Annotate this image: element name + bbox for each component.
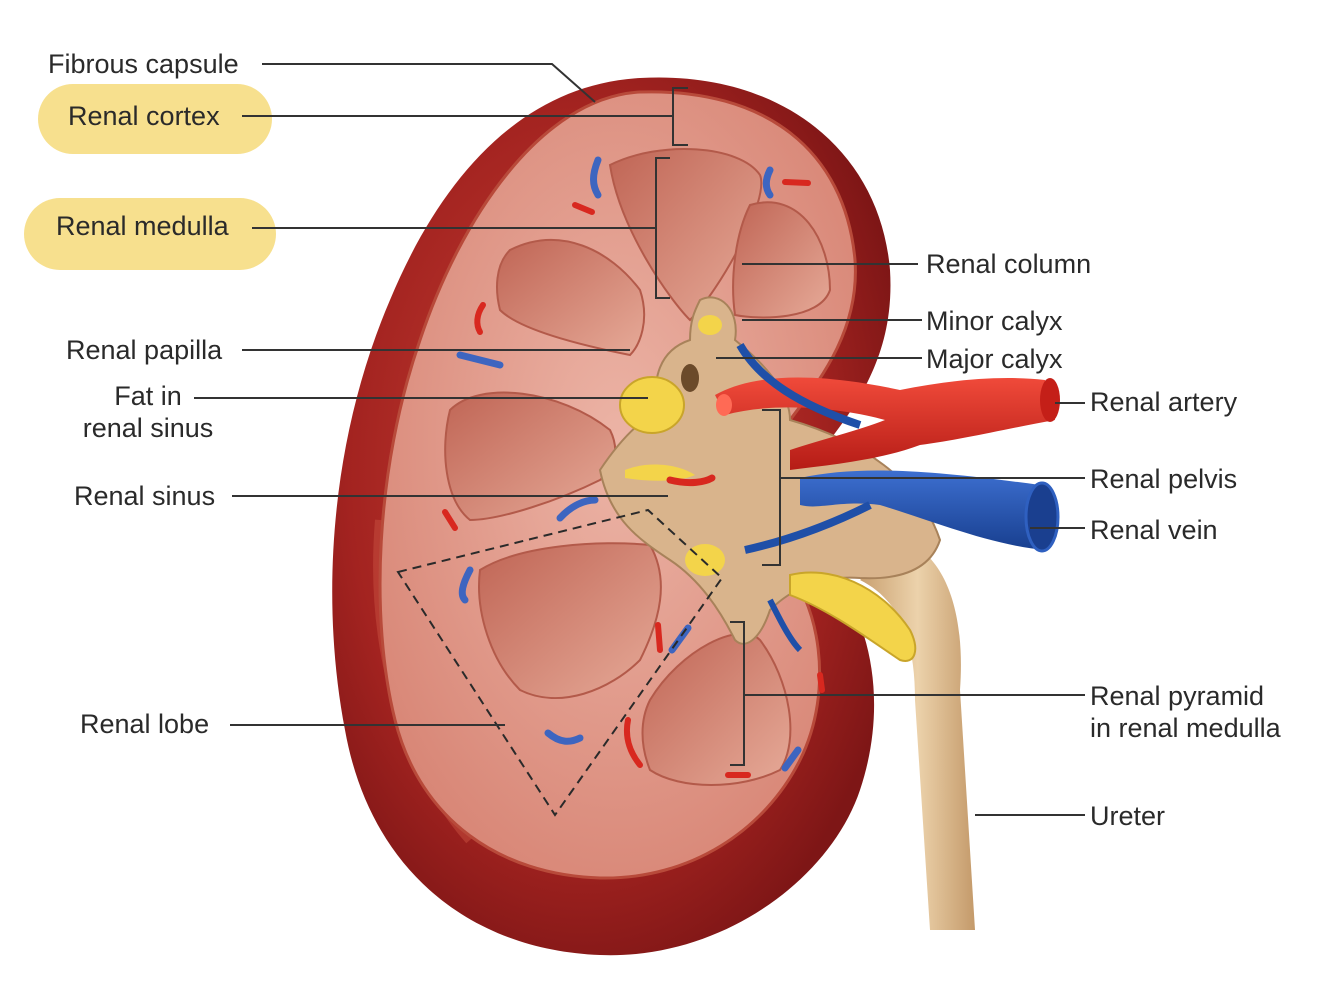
bracket-renal-pelvis — [762, 409, 781, 566]
interlobar-vessels — [442, 156, 825, 778]
ureter-shape — [860, 540, 975, 930]
label-fat-in-renal-sinus: Fat in renal sinus — [78, 380, 218, 444]
renal-cortex-highlight — [38, 84, 272, 154]
label-renal-vein: Renal vein — [1090, 515, 1218, 545]
label-renal-lobe: Renal lobe — [80, 709, 210, 739]
leader-fibrous-capsule — [262, 63, 596, 103]
label-fat-in-renal-sinus-line2: renal sinus — [82, 413, 214, 443]
renal-medulla-highlight — [24, 198, 276, 270]
label-renal-papilla: Renal papilla — [66, 335, 223, 365]
label-minor-calyx: Minor calyx — [926, 306, 1063, 336]
label-fat-in-renal-sinus-line1: Fat in — [114, 381, 182, 411]
label-renal-cortex: Renal cortex — [68, 101, 220, 131]
label-fibrous-capsule: Fibrous capsule — [48, 49, 239, 79]
renal-lobe-outline — [396, 508, 724, 817]
renal-vein-shape — [736, 342, 1060, 653]
label-major-calyx: Major calyx — [926, 344, 1063, 374]
label-renal-artery: Renal artery — [1090, 387, 1238, 417]
bracket-renal-pyramid — [730, 621, 745, 766]
label-renal-pelvis: Renal pelvis — [1090, 464, 1238, 494]
leader-lines — [194, 63, 1085, 816]
label-renal-column: Renal column — [926, 249, 1092, 279]
label-renal-pyramid: Renal pyramid in renal medulla — [1090, 680, 1281, 744]
label-renal-medulla: Renal medulla — [56, 211, 229, 241]
fat-in-renal-sinus-shape — [619, 315, 917, 662]
label-renal-sinus: Renal sinus — [74, 481, 216, 511]
bracket-renal-cortex — [672, 87, 688, 146]
label-renal-pyramid-line2: in renal medulla — [1090, 713, 1281, 743]
bracket-renal-medulla — [655, 157, 670, 299]
label-renal-pyramid-line1: Renal pyramid — [1090, 681, 1265, 711]
renal-medulla-pyramids — [444, 147, 832, 786]
label-ureter: Ureter — [1090, 801, 1166, 831]
